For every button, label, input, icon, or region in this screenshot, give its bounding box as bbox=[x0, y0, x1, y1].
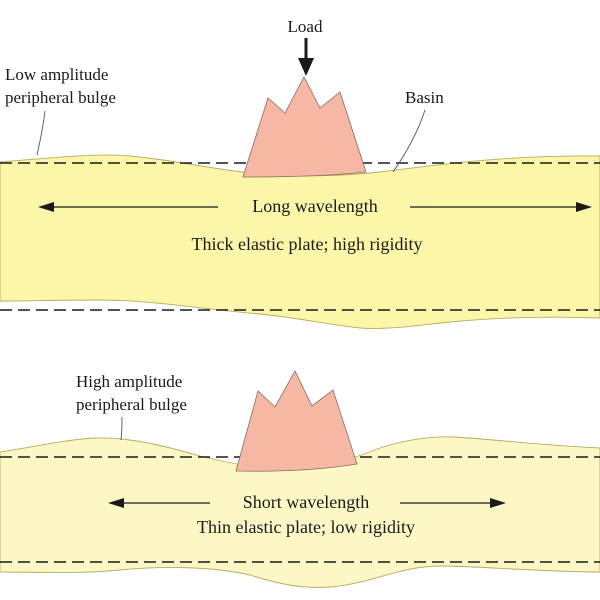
thin-elastic-plate bbox=[0, 436, 600, 588]
low-amplitude-bulge-label-line1: Low amplitude bbox=[5, 65, 108, 84]
thick-plate-label: Thick elastic plate; high rigidity bbox=[192, 234, 423, 254]
basin-label: Basin bbox=[405, 88, 444, 107]
low-amplitude-bulge-label-line2: peripheral bulge bbox=[5, 88, 116, 107]
low-bulge-leader-line bbox=[36, 110, 46, 156]
load-label: Load bbox=[288, 17, 323, 36]
short-wavelength-label: Short wavelength bbox=[243, 492, 369, 512]
thin-plate-label: Thin elastic plate; low rigidity bbox=[197, 517, 415, 537]
bottom-load-mountain bbox=[235, 370, 358, 472]
high-amplitude-bulge-label-line2: peripheral bulge bbox=[76, 395, 187, 414]
top-load-mountain bbox=[242, 76, 367, 178]
basin-leader-line bbox=[392, 109, 426, 173]
top-panel: Load Low amplitude peripheral bulge Basi… bbox=[0, 17, 600, 329]
long-wavelength-arrowhead-right bbox=[576, 202, 592, 212]
short-wavelength-arrowhead-right bbox=[490, 498, 506, 508]
long-wavelength-arrowhead-left bbox=[38, 202, 54, 212]
high-amplitude-bulge-label-line1: High amplitude bbox=[76, 372, 182, 391]
thick-elastic-plate bbox=[0, 154, 600, 329]
load-arrow-head bbox=[298, 58, 314, 76]
high-bulge-leader-line bbox=[120, 416, 123, 441]
bottom-panel: High amplitude peripheral bulge Short wa… bbox=[0, 370, 600, 588]
long-wavelength-label: Long wavelength bbox=[252, 196, 377, 216]
short-wavelength-arrowhead-left bbox=[108, 498, 124, 508]
